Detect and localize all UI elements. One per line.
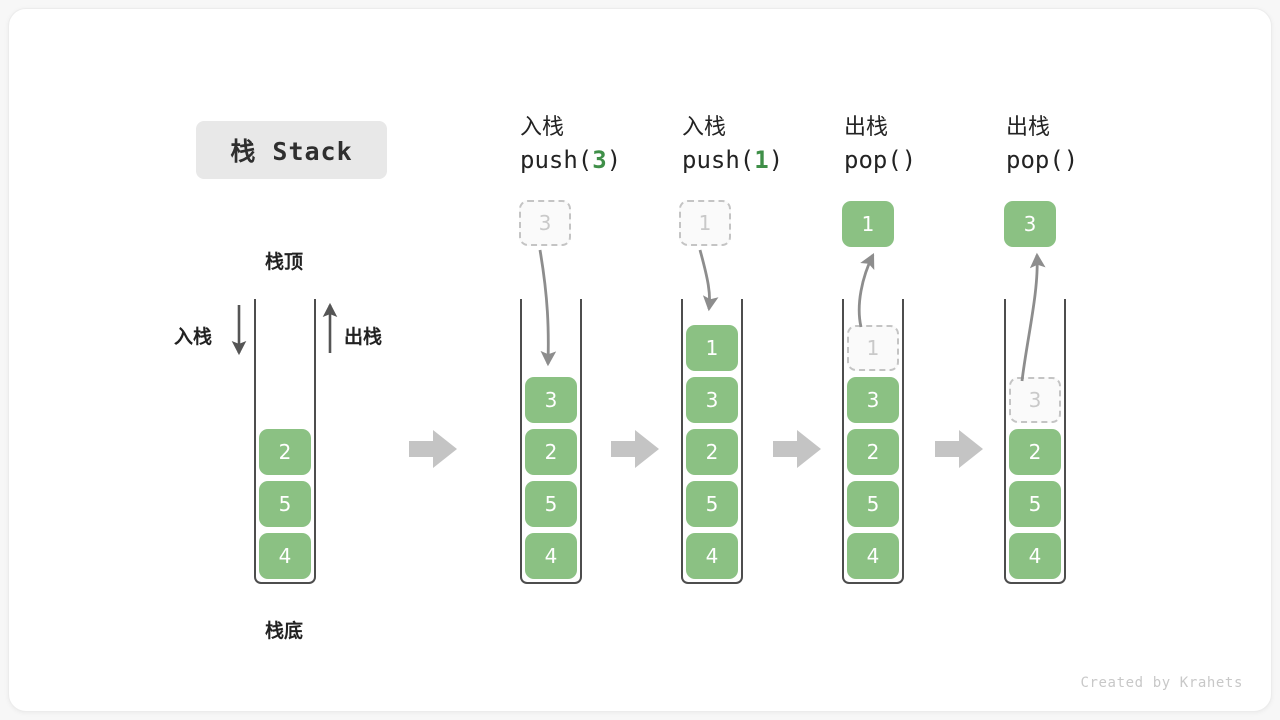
op-code-prefix: push( [682, 146, 755, 174]
stack-cell: 4 [686, 533, 738, 579]
op-header-pop-1: 出栈 pop() [844, 113, 1014, 177]
incoming-cell-push-1: 1 [679, 200, 731, 246]
stack-cell: 2 [1009, 429, 1061, 475]
stack-after-push-1: 1 3 2 5 4 [681, 299, 743, 584]
stack-cell: 2 [686, 429, 738, 475]
stack-after-pop-1: 1 3 2 5 4 [842, 299, 904, 584]
op-code-suffix: ) [1063, 146, 1079, 174]
op-header-push-1: 入栈 push(1) [682, 113, 852, 177]
outgoing-cell-pop-1: 1 [842, 201, 894, 247]
op-code-prefix: pop( [844, 146, 902, 174]
op-code-arg: 3 [592, 146, 607, 174]
stack-cell: 4 [259, 533, 311, 579]
stack-cell: 5 [686, 481, 738, 527]
stack-cell: 4 [1009, 533, 1061, 579]
title-badge: 栈 Stack [196, 121, 387, 179]
op-label-cn: 出栈 [844, 115, 889, 140]
stack-cell: 5 [847, 481, 899, 527]
op-code-suffix: ) [901, 146, 917, 174]
stack-cell: 5 [1009, 481, 1061, 527]
stack-cell: 3 [686, 377, 738, 423]
stack-cell: 2 [525, 429, 577, 475]
stack-cell: 3 [847, 377, 899, 423]
push-direction-label: 入栈 [174, 326, 213, 348]
op-label-code: push(3) [520, 143, 690, 177]
op-label-code: pop() [844, 143, 1014, 177]
flow-arrow-2 [611, 430, 659, 468]
incoming-cell-push-3: 3 [519, 200, 571, 246]
op-code-prefix: push( [520, 146, 593, 174]
pop-direction-label: 出栈 [344, 326, 383, 348]
op-code-arg: 1 [754, 146, 769, 174]
stack-bottom-label: 栈底 [265, 620, 304, 642]
stack-after-push-3: 3 2 5 4 [520, 299, 582, 584]
stack-cell: 2 [259, 429, 311, 475]
stack-cell: 5 [525, 481, 577, 527]
credit-label: Created by Krahets [1080, 675, 1243, 691]
op-code-prefix: pop( [1006, 146, 1064, 174]
op-label-cn: 入栈 [682, 115, 727, 140]
op-code-suffix: ) [606, 146, 622, 174]
op-label-cn: 出栈 [1006, 115, 1051, 140]
stack-after-pop-3: 3 2 5 4 [1004, 299, 1066, 584]
stack-initial: 2 5 4 [254, 299, 316, 584]
stack-cell: 3 [525, 377, 577, 423]
flow-arrow-1 [409, 430, 457, 468]
stack-cell: 2 [847, 429, 899, 475]
stack-cell: 5 [259, 481, 311, 527]
stack-top-label: 栈顶 [265, 251, 304, 273]
op-header-pop-3: 出栈 pop() [1006, 113, 1176, 177]
diagram-card: 栈 Stack 栈顶 栈底 入栈 出栈 入栈 push(3) 入栈 push(1… [8, 8, 1272, 712]
op-label-code: pop() [1006, 143, 1176, 177]
stack-cell-ghost: 1 [847, 325, 899, 371]
op-code-suffix: ) [768, 146, 784, 174]
stack-cell: 4 [847, 533, 899, 579]
flow-arrow-4 [935, 430, 983, 468]
stack-cell: 1 [686, 325, 738, 371]
flow-arrow-3 [773, 430, 821, 468]
outgoing-cell-pop-3: 3 [1004, 201, 1056, 247]
op-label-cn: 入栈 [520, 115, 565, 140]
op-label-code: push(1) [682, 143, 852, 177]
op-header-push-3: 入栈 push(3) [520, 113, 690, 177]
stack-cell-ghost: 3 [1009, 377, 1061, 423]
stack-cell: 4 [525, 533, 577, 579]
